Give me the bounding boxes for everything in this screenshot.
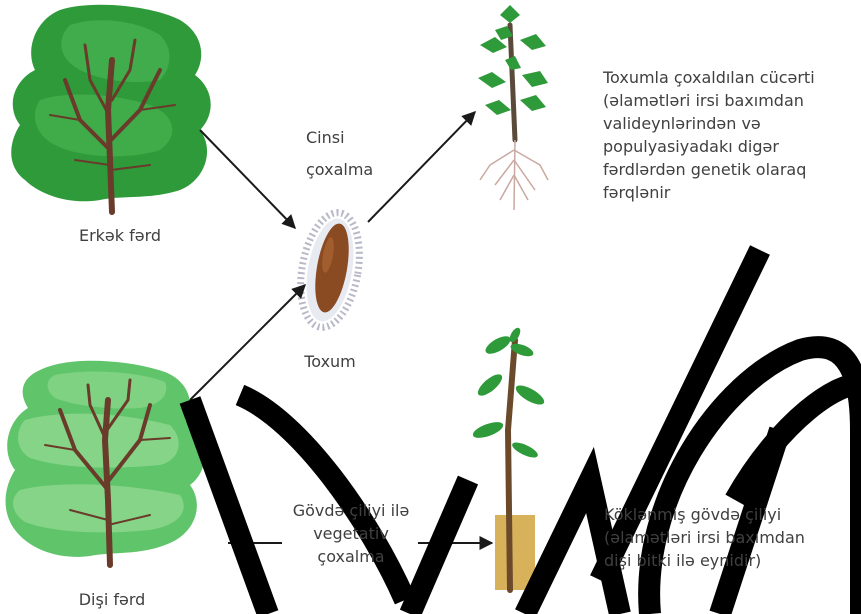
- arrow-male-to-seed: [200, 130, 295, 228]
- sexual-line-1: Cinsi: [306, 126, 373, 149]
- seed-label: Toxum: [290, 350, 370, 373]
- rooted-cutting-illustration: [471, 326, 547, 590]
- veg-line-1: Gövdə çiliyi ilə: [280, 499, 422, 522]
- arrow-female-to-seed: [190, 285, 305, 400]
- veg-line-2: vegetativ: [280, 522, 422, 545]
- sexual-reproduction-label: Cinsi çoxalma: [306, 126, 373, 181]
- female-tree-illustration: [6, 361, 205, 565]
- seedling-description: Toxumla çoxaldılan cücərti (əlamətləri i…: [603, 66, 853, 204]
- veg-line-3: çoxalma: [280, 545, 422, 568]
- male-label: Erkək fərd: [55, 224, 185, 247]
- seedling-illustration: [478, 5, 548, 210]
- vegetative-reproduction-label: Gövdə çiliyi ilə vegetativ çoxalma: [280, 499, 422, 568]
- cutting-description: Köklənmiş gövdə çiliyi (əlamətləri irsi …: [604, 503, 854, 572]
- seed-illustration: [292, 208, 367, 332]
- sexual-line-2: çoxalma: [306, 158, 373, 181]
- female-label: Dişi fərd: [52, 588, 172, 611]
- arrow-seed-to-seedling: [368, 112, 475, 222]
- male-tree-illustration: [11, 5, 210, 212]
